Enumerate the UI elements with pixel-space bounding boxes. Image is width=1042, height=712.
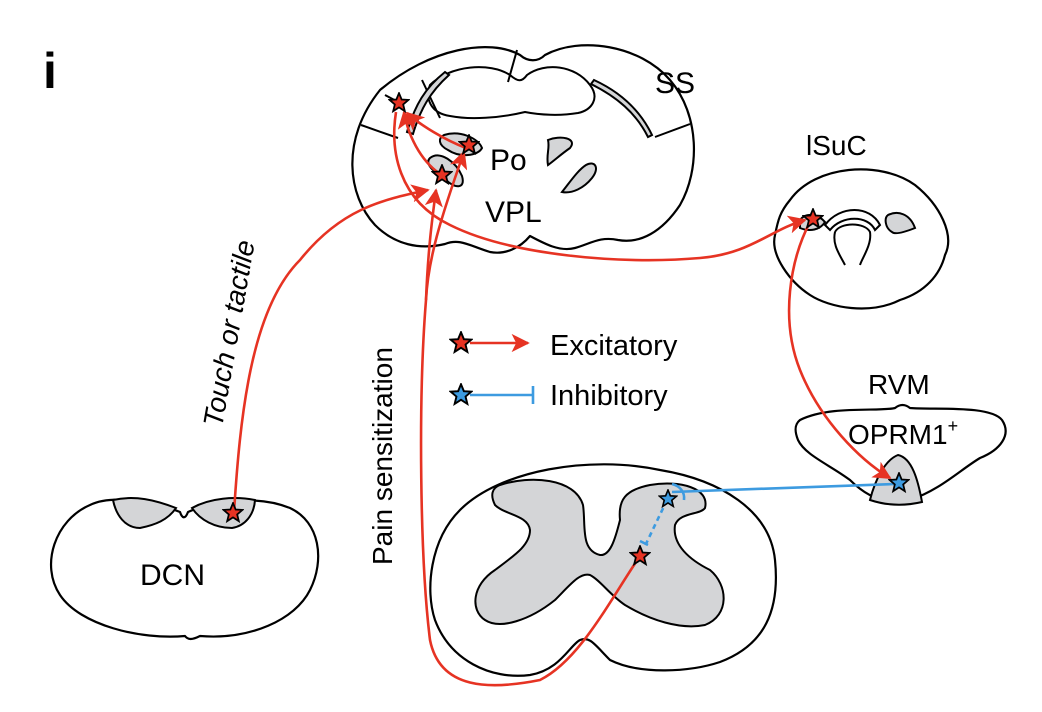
pain-pathway-po [424,150,468,301]
po-label: Po [490,144,527,177]
panel-label: i [43,43,57,99]
isuc-to-rvm [787,221,892,480]
touch-label: Touch or tactile [197,238,260,429]
legend-inhibitory-star [449,383,473,405]
ss-label: SS [655,67,695,100]
legend-inhibitory-label: Inhibitory [550,380,668,412]
ss-to-isuc [393,111,807,262]
vpl-to-ss [397,110,441,176]
po-to-ss [405,111,467,150]
legend-inhibitory-bar [470,386,535,404]
rvm-to-spinal [671,482,896,494]
dcn-label: DCN [140,559,205,592]
isuc-label: lSuC [806,130,867,161]
legend: Excitatory Inhibitory [449,330,678,412]
vpl-label: VPL [485,196,542,229]
touch-pathway [232,184,430,513]
legend-excitatory-star [449,331,473,353]
inhibitory-pathways [639,482,896,547]
spinal-cord-section [429,463,777,677]
pain-label: Pain sensitization [367,347,398,565]
oprm1-label: OPRM1+ [848,416,958,450]
excitatory-pathways [232,110,892,687]
isuc-section [773,168,950,310]
rvm-label: RVM [868,369,930,400]
legend-excitatory-label: Excitatory [550,330,678,362]
